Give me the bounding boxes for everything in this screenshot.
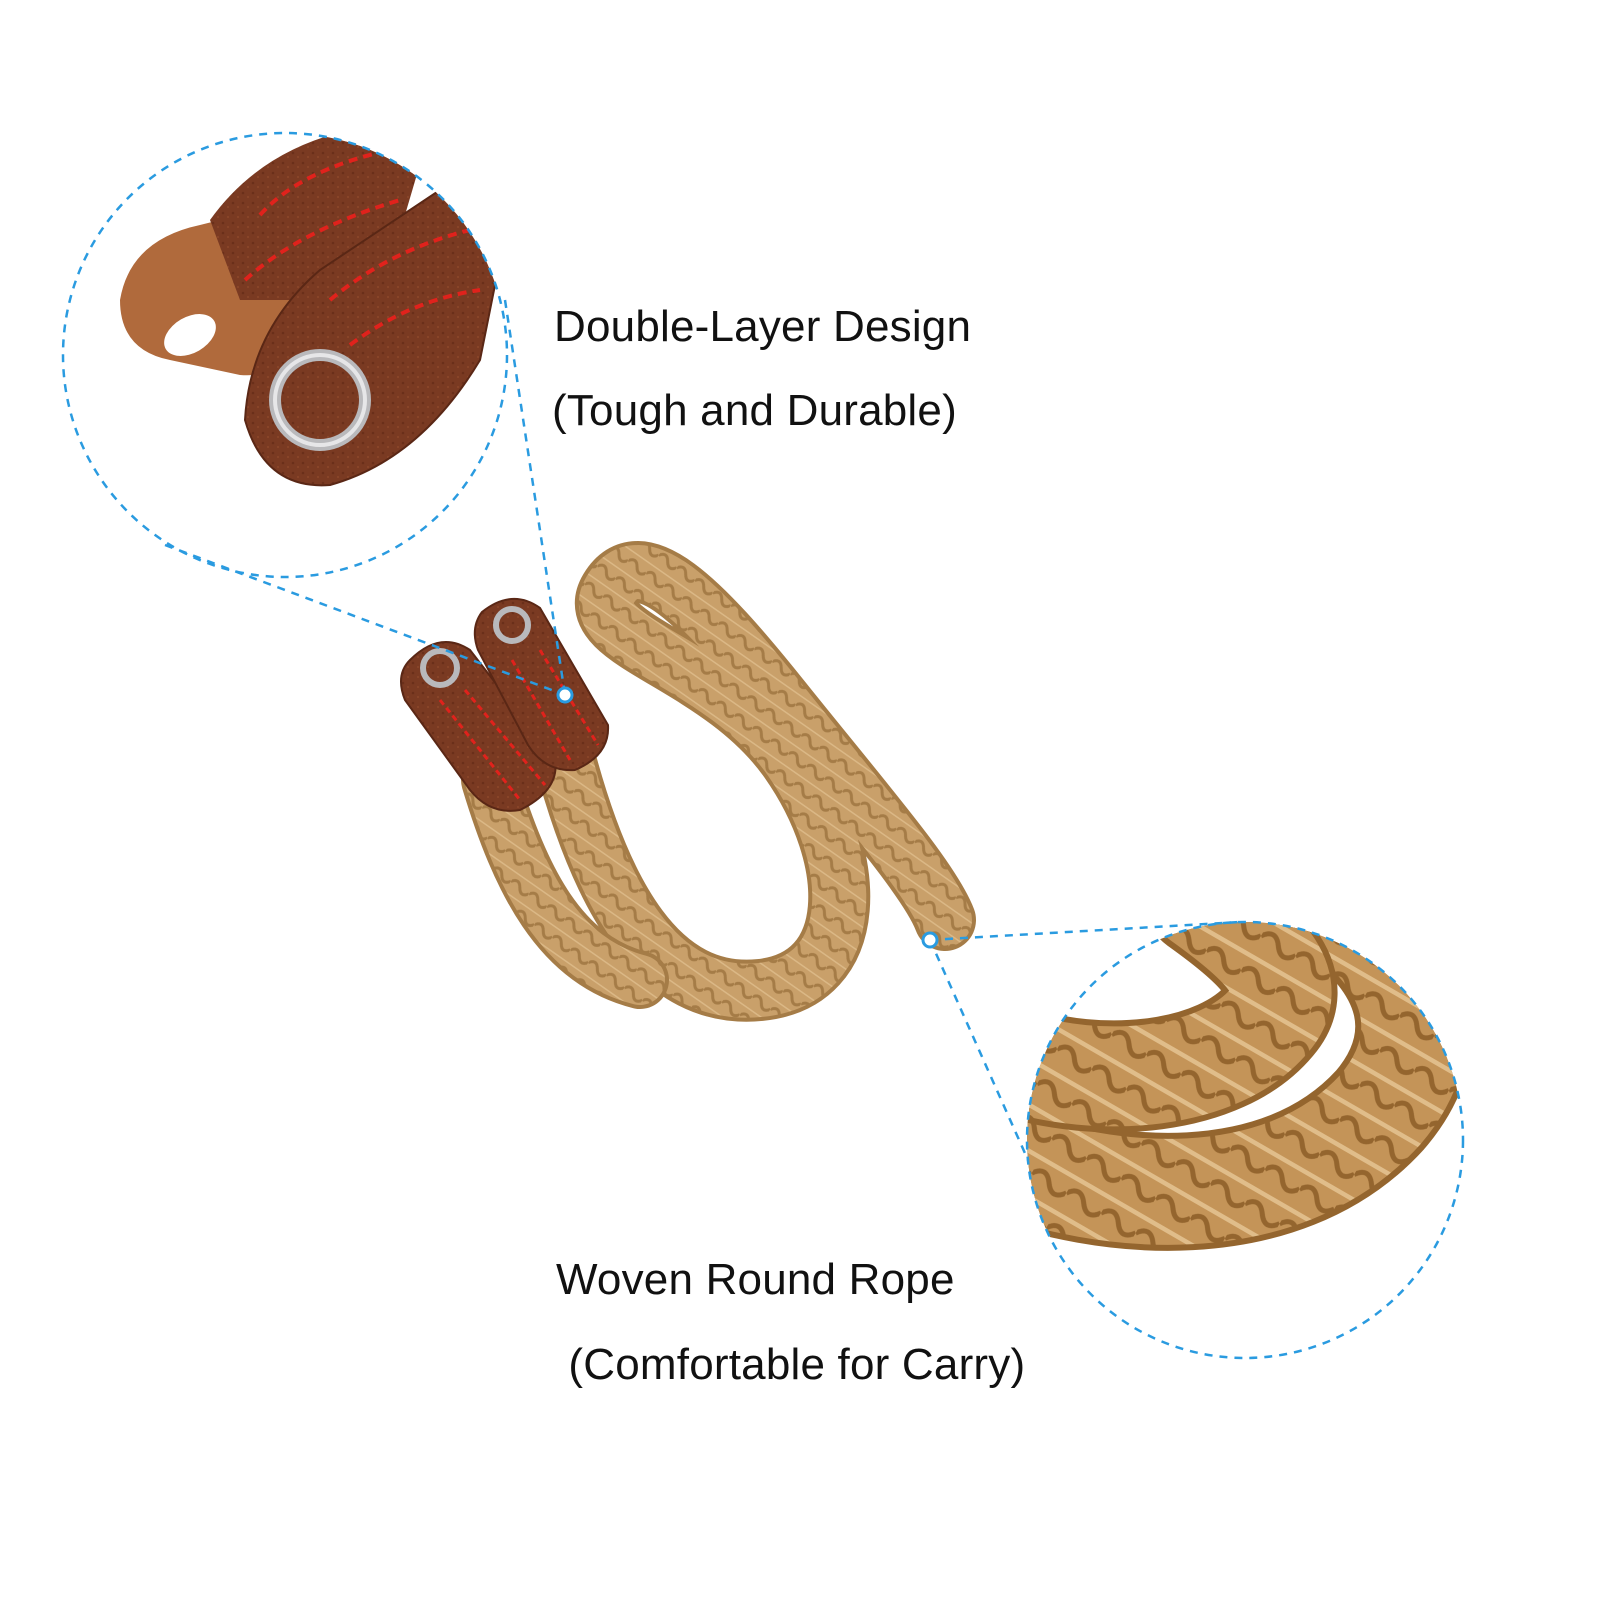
- rope-callout-title: Woven Round Rope: [556, 1255, 955, 1304]
- rope-strap: [461, 541, 976, 1022]
- rope-detail-callout: [921, 920, 1465, 1360]
- leather-callout-title: Double-Layer Design: [554, 302, 972, 351]
- leather-callout-subtitle: (Tough and Durable): [552, 386, 957, 435]
- leather-detail-callout: [61, 131, 574, 704]
- leather-tab-closeup-image: [63, 133, 507, 577]
- rope-callout-subtitle: (Comfortable for Carry): [556, 1340, 1026, 1389]
- leather-tab-left: [400, 641, 557, 812]
